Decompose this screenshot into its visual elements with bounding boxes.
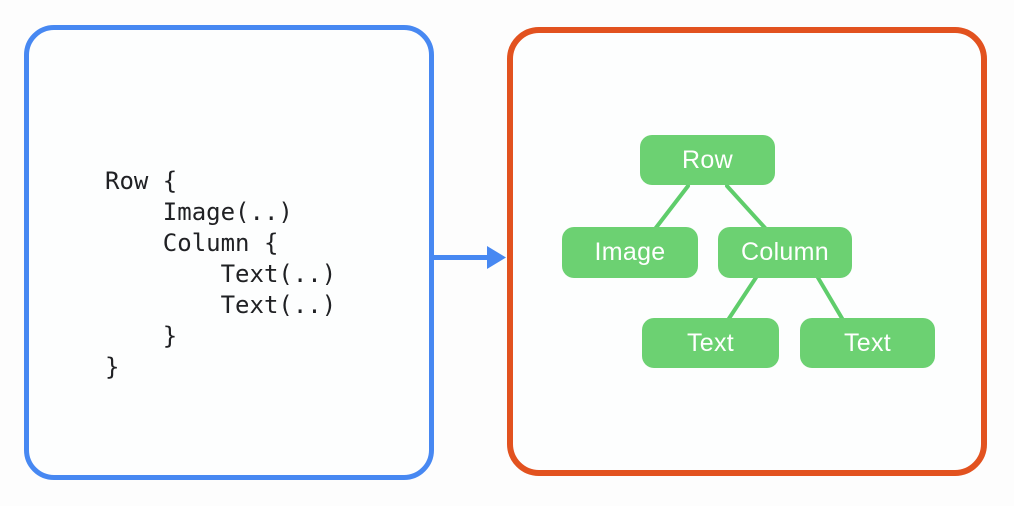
code-block: Row { Image(..) Column { Text(..) Text(.…: [105, 167, 337, 381]
right-arrow-head: [487, 246, 506, 269]
tree-node-text-1: Text: [642, 318, 779, 368]
code-panel: Row { Image(..) Column { Text(..) Text(.…: [24, 25, 434, 480]
right-arrow-icon: [434, 246, 506, 269]
tree-node-row: Row: [640, 135, 775, 185]
tree-node-column: Column: [718, 227, 852, 278]
tree-node-image: Image: [562, 227, 698, 278]
tree-node-text-2: Text: [800, 318, 935, 368]
